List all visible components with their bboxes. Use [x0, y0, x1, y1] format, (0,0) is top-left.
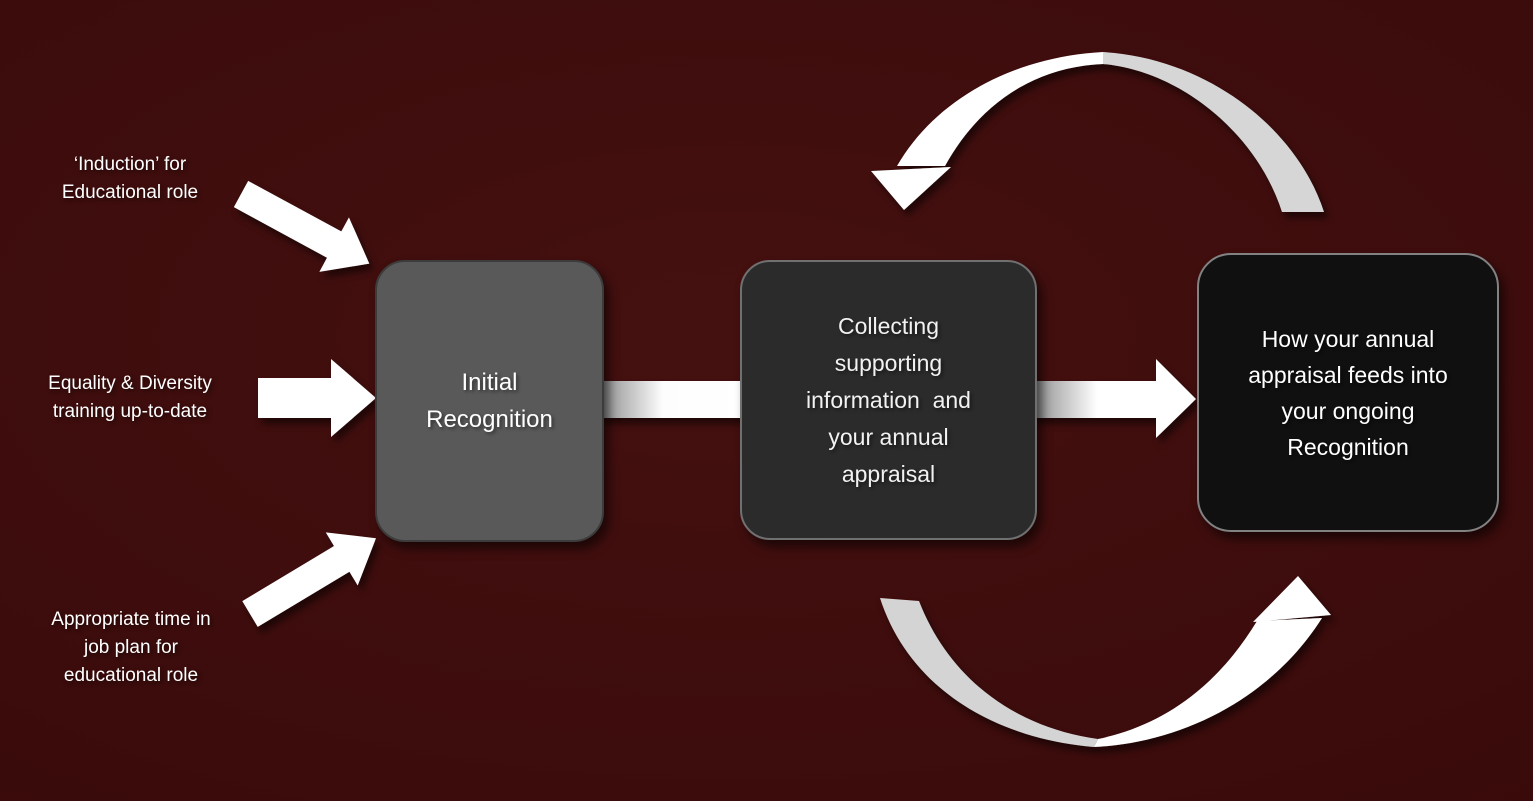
cycle-bottom-arrow-body: [1094, 618, 1322, 747]
connector-collecting-to-ongoing-arrow: [1031, 359, 1196, 438]
input-arrow-jobplan: [242, 532, 377, 627]
cycle-top-arrowhead-icon: [871, 167, 951, 210]
input-arrow-equality: [258, 359, 376, 437]
node-collecting-appraisal-label: Collecting supporting information and yo…: [806, 312, 971, 487]
cycle-top-arrow-body: [897, 52, 1103, 166]
input-label-equality: Equality & Diversity training up-to-date: [48, 373, 212, 422]
input-label-jobplan: Appropriate time in job plan for educati…: [51, 609, 211, 686]
input-arrow-induction: [233, 180, 370, 272]
connector-initial-to-collecting: [598, 381, 742, 418]
node-initial-recognition-label: Initial Recognition: [426, 369, 553, 433]
input-label-induction: ‘Induction’ for Educational role: [61, 154, 199, 203]
node-collecting-appraisal: Collecting supporting information and yo…: [740, 260, 1037, 540]
node-ongoing-recognition: How your annual appraisal feeds into you…: [1197, 253, 1499, 532]
node-ongoing-recognition-label: How your annual appraisal feeds into you…: [1248, 325, 1448, 460]
cycle-bottom-arrowhead-icon: [1253, 576, 1331, 622]
node-initial-recognition: Initial Recognition: [375, 260, 604, 542]
cycle-top-arrow-tail: [1103, 52, 1324, 212]
cycle-bottom-arrow-tail: [880, 598, 1098, 747]
